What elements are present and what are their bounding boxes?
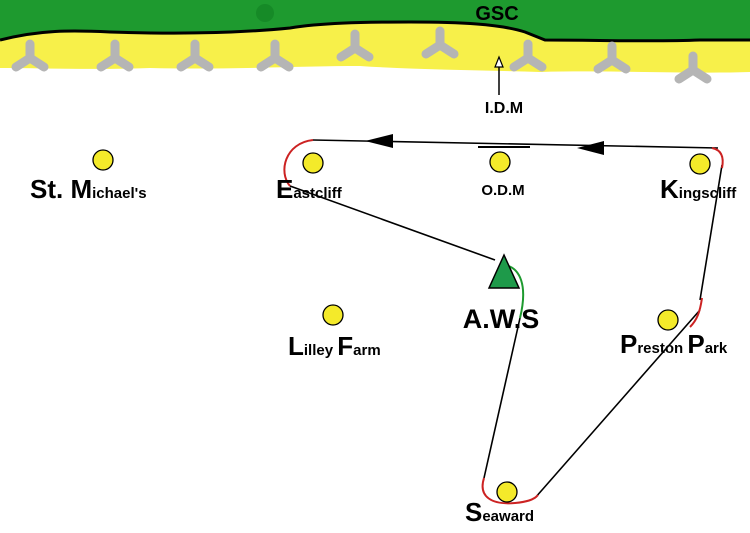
route-seaward-to-aws: [483, 317, 521, 479]
tree-icon: [256, 4, 274, 22]
groyne-icon: [674, 51, 712, 84]
label-kingscliff: Kingscliff: [660, 174, 737, 204]
waypoints: [92, 149, 711, 503]
route-right-leg: [699, 164, 723, 301]
gsc-label: GSC: [475, 3, 518, 25]
waypoint-lilley-farm: [322, 304, 344, 326]
label-eastcliff: Eastcliff: [276, 174, 343, 204]
waypoint-eastcliff: [302, 152, 324, 174]
idm-label: I.D.M: [485, 100, 523, 117]
label-st-michaels: St. Michael's: [30, 174, 147, 204]
route-aws-to-eastcliff: [289, 185, 496, 261]
route: [283, 134, 724, 505]
turn-preston-park: [689, 297, 703, 328]
label-lilley-farm: Lilley Farm: [288, 331, 381, 361]
turn-eastcliff: [283, 139, 314, 187]
aws-marker: A.W.S: [463, 253, 540, 334]
aws-label: A.W.S: [463, 304, 540, 334]
groyne-icon: [336, 29, 374, 62]
route-diagonal-to-seaward: [534, 309, 701, 499]
groyne-icon: [176, 39, 214, 72]
idm-pointer: I.D.M: [485, 55, 523, 117]
groynes: [11, 26, 712, 84]
groyne-icon: [593, 41, 631, 74]
label-odm: O.D.M: [481, 182, 524, 199]
waypoint-preston-park: [657, 309, 679, 331]
turn-seaward: [481, 477, 539, 505]
waypoint-kingscliff: [689, 153, 711, 175]
direction-arrow-left-2: [577, 141, 604, 155]
shoreline: [0, 20, 750, 43]
label-seaward: Seaward: [465, 497, 534, 527]
direction-arrow-left: [365, 134, 393, 148]
groyne-icon: [509, 39, 547, 72]
groyne-icon: [11, 39, 49, 72]
groyne-icon: [96, 39, 134, 72]
turn-kingscliff: [711, 147, 724, 169]
waypoint-st-michaels: [92, 149, 114, 171]
idm-arrow-head: [494, 55, 504, 68]
grass-area: [0, 0, 750, 41]
label-preston-park: Preston Park: [620, 329, 728, 359]
place-labels: St. Michael's Eastcliff O.D.M Kingscliff…: [30, 174, 737, 527]
waypoint-odm: [489, 151, 511, 173]
aws-triangle-icon: [487, 253, 521, 289]
groyne-icon: [256, 39, 294, 72]
groyne-icon: [421, 26, 459, 59]
waypoint-seaward: [496, 481, 518, 503]
